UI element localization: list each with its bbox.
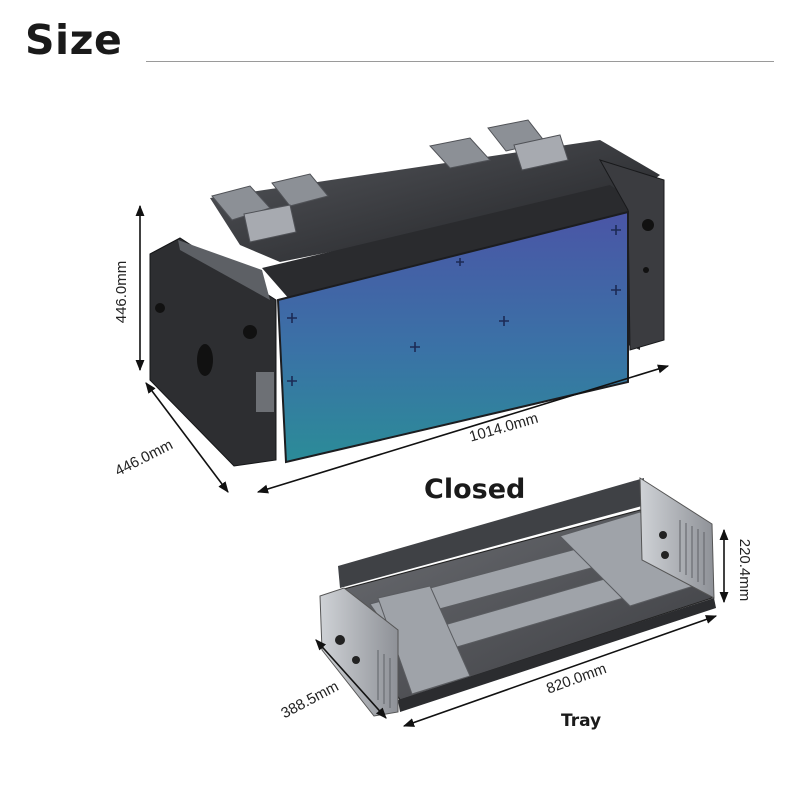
tray-back-wall xyxy=(338,478,644,588)
closed-frame-top xyxy=(210,140,660,262)
closed-depth-label: 446.0mm xyxy=(112,436,175,480)
title-divider xyxy=(146,61,774,62)
tray-height-label: 220.4mm xyxy=(736,539,753,602)
tray-depth-label: 388.5mm xyxy=(278,678,341,722)
closed-unit-illustration xyxy=(149,119,665,467)
closed-right-endplate xyxy=(598,159,665,351)
tray-depth-arrow xyxy=(315,639,387,719)
closed-depth-arrow xyxy=(145,382,229,493)
page-title: Size xyxy=(25,16,123,64)
tray-caption: Tray xyxy=(561,711,602,731)
closed-height-label: 446.0mm xyxy=(113,261,130,324)
tray-length-arrow xyxy=(402,615,718,727)
closed-caption: Closed xyxy=(424,474,526,505)
tray-illustration xyxy=(319,477,716,717)
mount-brackets xyxy=(211,119,569,243)
closed-length-arrow xyxy=(256,364,670,494)
